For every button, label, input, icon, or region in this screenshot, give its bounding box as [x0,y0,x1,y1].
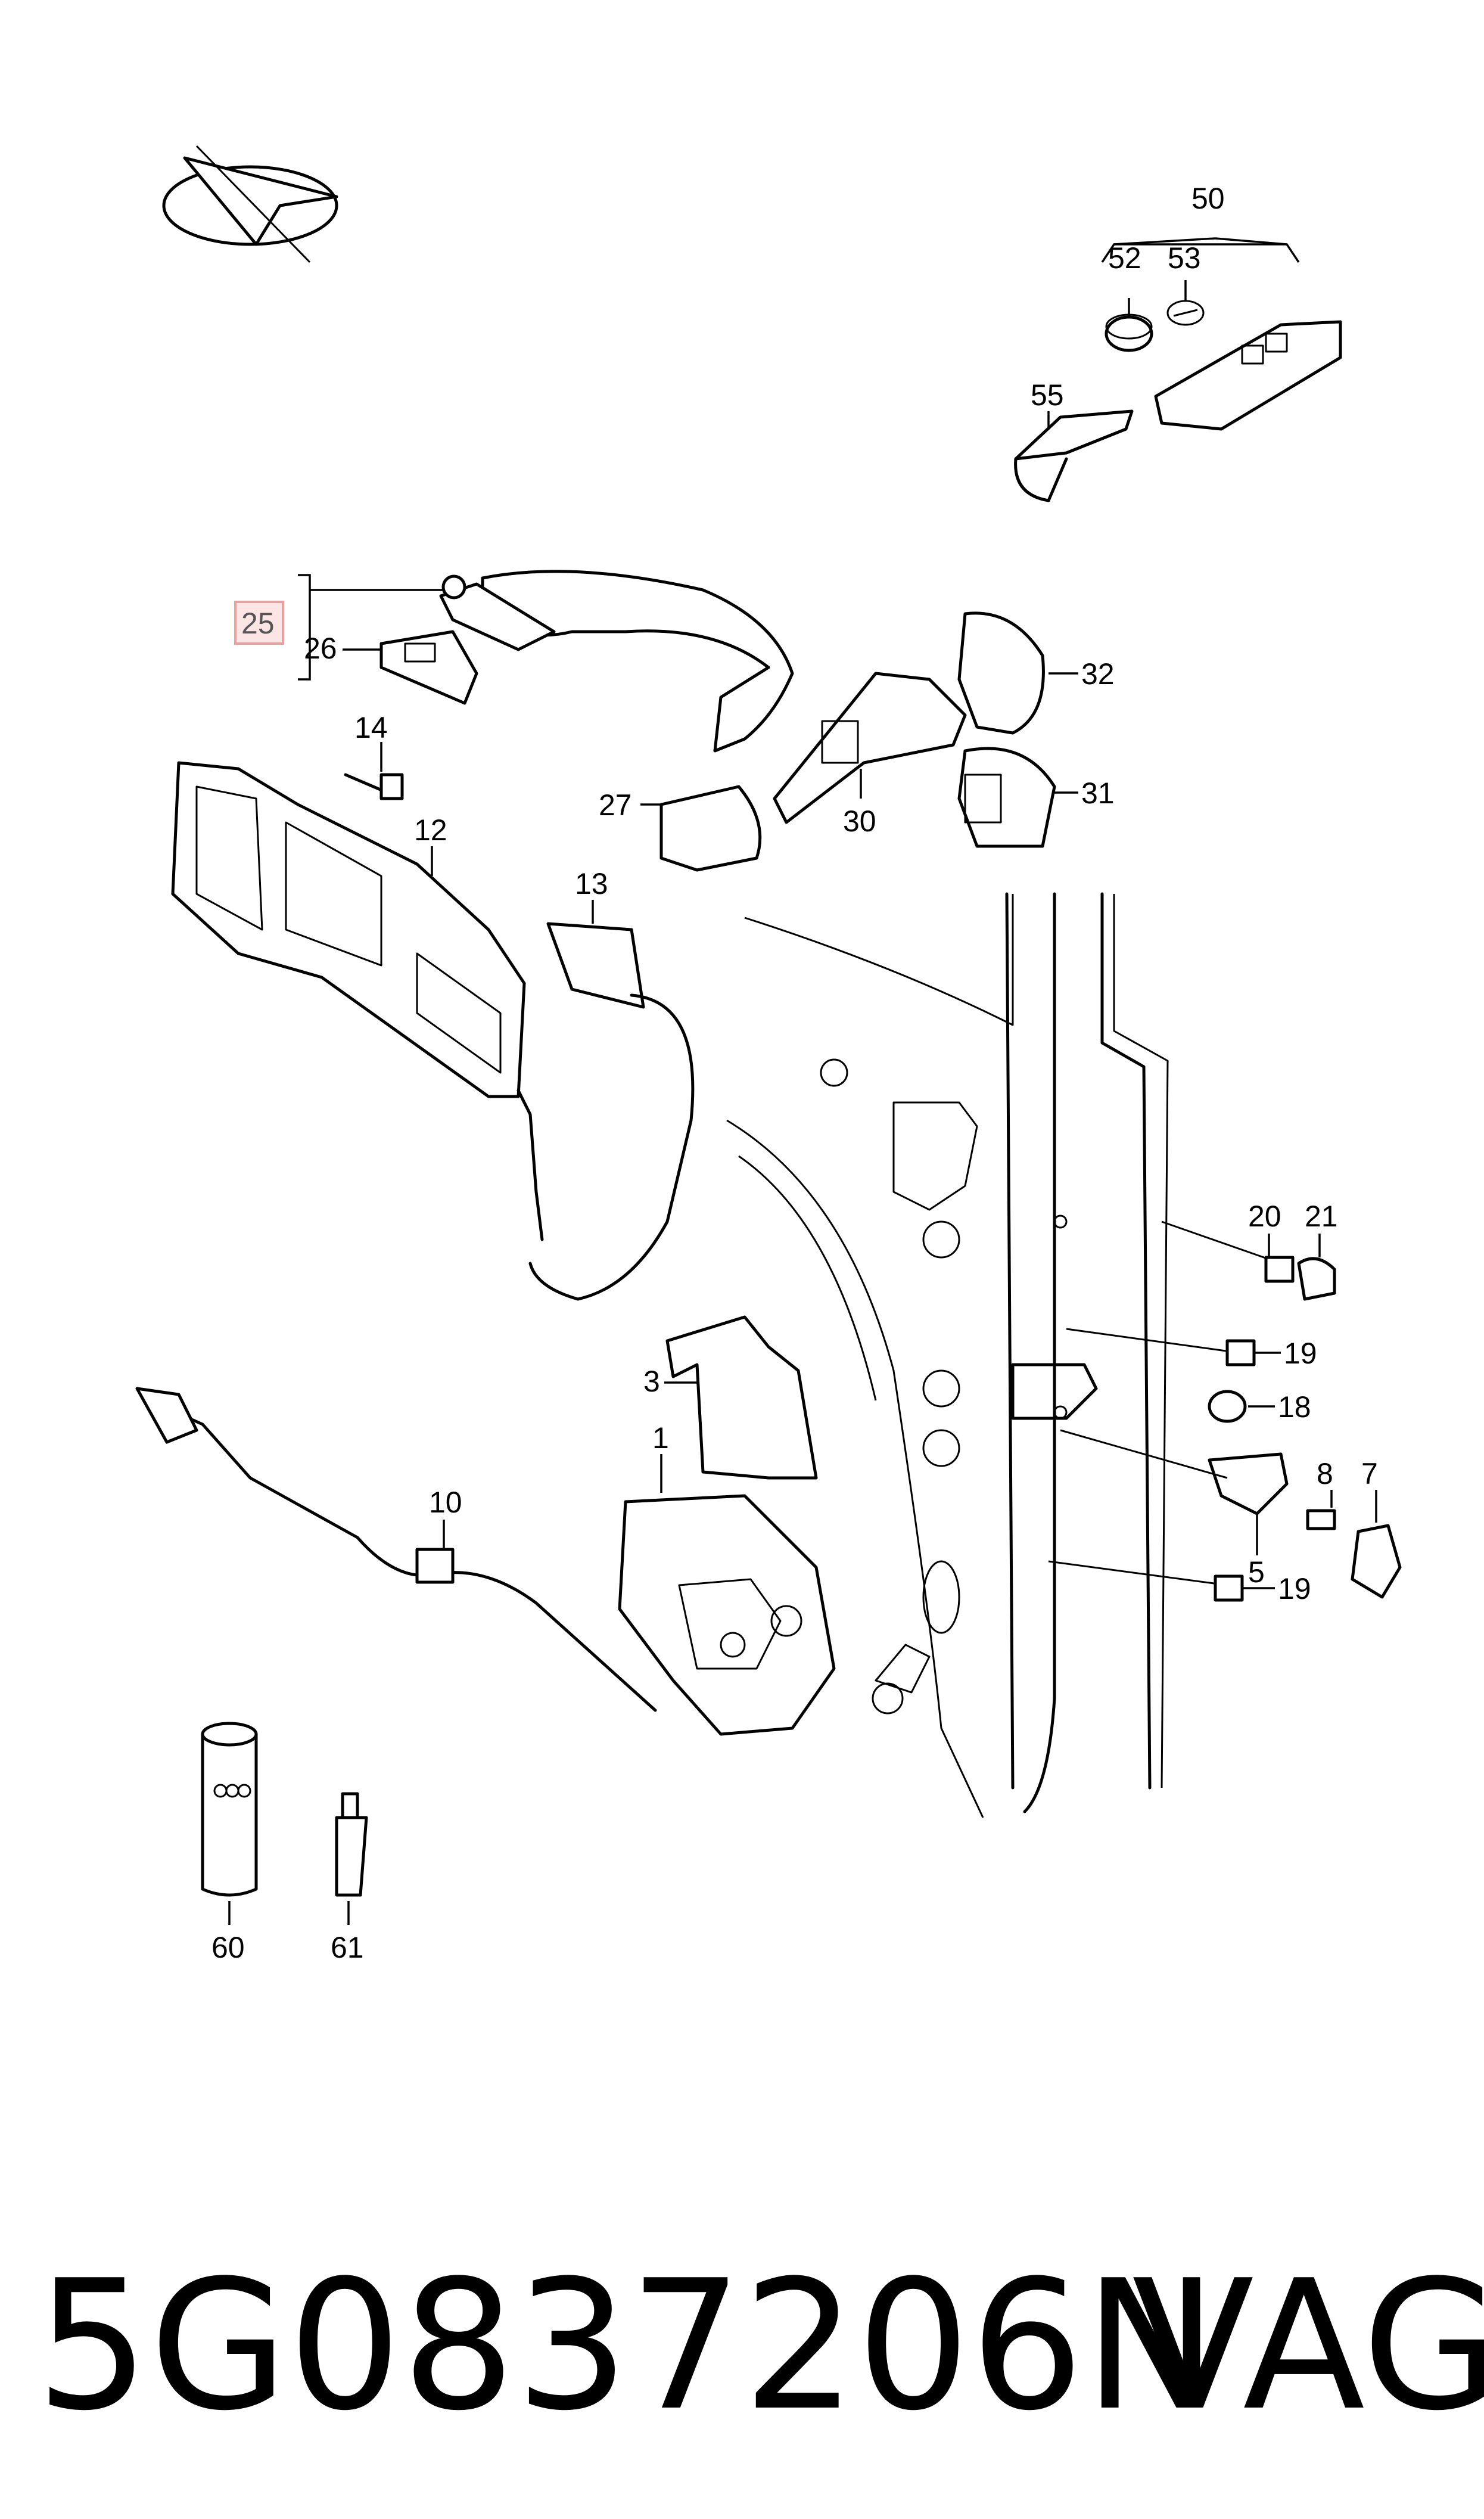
service-items-group [201,1722,368,1925]
label-52: 52 [1108,241,1141,275]
label-20: 20 [1248,1200,1281,1233]
label-25: 25 [241,607,275,640]
label-14: 14 [354,711,388,744]
label-7: 7 [1361,1457,1378,1490]
door-shell [726,892,1169,1818]
label-1: 1 [652,1421,669,1455]
label-21: 21 [1305,1200,1338,1233]
label-55: 55 [1031,378,1064,412]
label-19b: 19 [1278,1572,1311,1605]
label-26: 26 [304,632,337,665]
label-8: 8 [1317,1457,1333,1490]
highlight-box-25 [234,601,284,645]
door-handle-group [298,570,794,753]
label-5: 5 [1248,1555,1265,1589]
label-19a: 19 [1284,1337,1317,1370]
striker-group [1011,1220,1402,1602]
label-18: 18 [1278,1390,1311,1424]
part-number: 5G0837206N [36,2242,1218,2450]
handle-carrier-group [171,742,526,1098]
label-10: 10 [429,1486,462,1519]
label-50: 50 [1191,182,1225,215]
orientation-emblem [162,145,338,263]
label-32: 32 [1081,657,1115,691]
label-30: 30 [843,805,876,838]
label-60: 60 [211,1931,245,1964]
label-53: 53 [1168,241,1201,275]
label-27: 27 [599,788,632,822]
label-12: 12 [414,813,447,847]
label-3: 3 [643,1365,660,1398]
lock-mechanism-group [135,1315,836,1736]
label-31: 31 [1081,776,1115,810]
lock-cylinder-group [517,611,1078,1301]
label-61: 61 [331,1931,364,1964]
key-fob-group [1014,237,1342,502]
label-13: 13 [575,867,608,900]
brand-name: VAG [1132,2242,1484,2450]
